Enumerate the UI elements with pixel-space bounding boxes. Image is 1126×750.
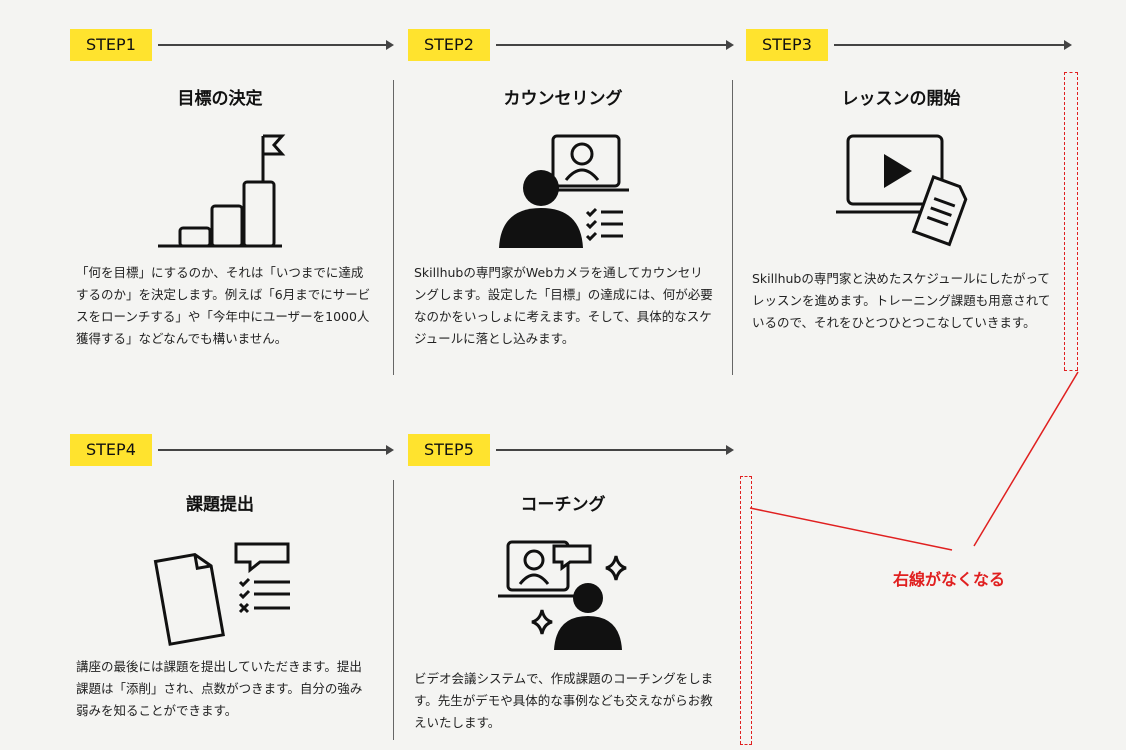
step4-title: 課題提出 (186, 495, 254, 515)
arrow-right-icon (1064, 40, 1072, 50)
annotation-note: 右線がなくなる (893, 570, 1006, 589)
step-badge: STEP1 (70, 29, 152, 61)
removed-line-marker-top (740, 476, 752, 477)
video-lesson-document-icon (836, 134, 968, 247)
step-arrow-line (158, 449, 388, 451)
column-divider (393, 480, 394, 740)
step-arrow-line (834, 44, 1066, 46)
column-divider (732, 80, 733, 375)
arrow-right-icon (726, 40, 734, 50)
callout-lines (749, 371, 1079, 551)
step3-title: レッスンの開始 (841, 89, 961, 109)
step2-title: カウンセリング (503, 89, 623, 109)
arrow-right-icon (386, 445, 394, 455)
step-badge: STEP4 (70, 434, 152, 466)
removed-line-marker-bottom (740, 744, 752, 745)
assignment-submit-icon (153, 542, 290, 646)
step-arrow-line (496, 449, 728, 451)
step-arrow-line (496, 44, 728, 46)
column-divider (393, 80, 394, 375)
removed-line-marker-bottom (1064, 370, 1078, 371)
removed-line-marker-top (1064, 72, 1078, 73)
step3-header: STEP3 (746, 29, 828, 61)
step3-description: Skillhubの専門家と決めたスケジュールにしたがってレッスンを進めます。トレ… (752, 271, 1051, 330)
step2-header: STEP2 (408, 29, 490, 61)
arrow-right-icon (386, 40, 394, 50)
step1-title: 目標の決定 (177, 89, 263, 109)
step-arrow-line (158, 44, 388, 46)
growth-stairs-flag-icon (158, 134, 286, 248)
step-badge: STEP5 (408, 434, 490, 466)
removed-line-marker (740, 476, 752, 744)
step5-header: STEP5 (408, 434, 490, 466)
coaching-video-icon (498, 540, 627, 650)
step4-header: STEP4 (70, 434, 152, 466)
step1-header: STEP1 (70, 29, 152, 61)
arrow-right-icon (726, 445, 734, 455)
step5-description: ビデオ会議システムで、作成課題のコーチングをします。先生がデモや具体的な事例など… (414, 671, 714, 730)
removed-line-marker (1064, 72, 1078, 370)
video-counseling-icon (499, 134, 629, 248)
step5-title: コーチング (520, 495, 606, 515)
step2-description: Skillhubの専門家がWebカメラを通してカウンセリングします。設定した「目… (414, 265, 713, 346)
step4-description: 講座の最後には課題を提出していただきます。提出課題は「添削」され、点数がつきます… (76, 659, 363, 718)
step-badge: STEP2 (408, 29, 490, 61)
step-badge: STEP3 (746, 29, 828, 61)
step1-description: 「何を目標」にするのか、それは「いつまでに達成するのか」を決定します。例えば「6… (76, 265, 371, 346)
